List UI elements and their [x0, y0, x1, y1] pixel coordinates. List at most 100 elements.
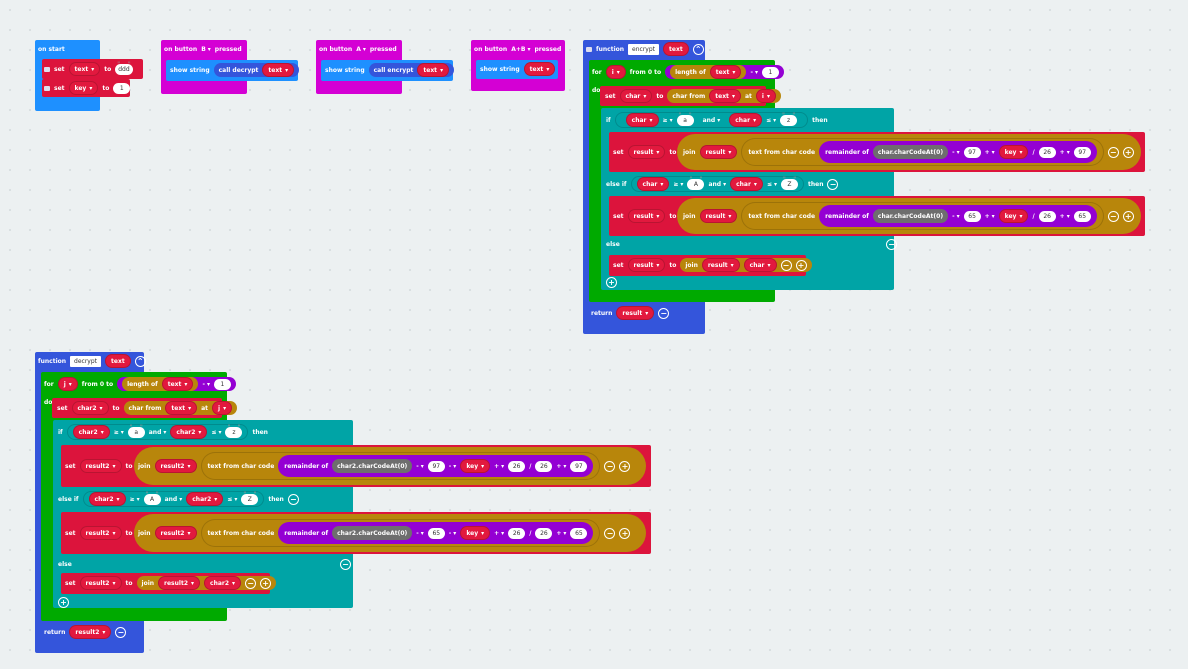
- set-char-block[interactable]: set char to char from text at i: [600, 86, 781, 106]
- variable-dropdown-char2[interactable]: char2: [72, 425, 110, 439]
- variable-dropdown-char2[interactable]: char2: [170, 425, 208, 439]
- and-block[interactable]: char ≥ A and char ≤ Z: [630, 176, 804, 192]
- add-icon[interactable]: +: [795, 259, 807, 271]
- char-from-block[interactable]: char from text at i: [667, 89, 781, 103]
- remainder-block[interactable]: remainder of char2.charCodeAt(0) - 97 - …: [278, 455, 594, 477]
- variable-dropdown-key[interactable]: key: [460, 459, 491, 473]
- number-input[interactable]: 1: [761, 66, 779, 78]
- collapse-icon[interactable]: ⌃: [134, 355, 146, 367]
- operator-dropdown[interactable]: ≥: [114, 429, 124, 436]
- add-icon[interactable]: +: [1122, 146, 1134, 158]
- operator-dropdown[interactable]: ≥: [663, 117, 673, 124]
- variable-dropdown-result2[interactable]: result2: [69, 625, 112, 639]
- variable-dropdown-text[interactable]: text: [262, 63, 295, 77]
- number-input[interactable]: 26: [508, 527, 526, 539]
- and-block[interactable]: char ≥ a and char ≤ z: [614, 112, 809, 128]
- operator-dropdown[interactable]: +: [985, 213, 995, 220]
- minus-block[interactable]: length of text - 1: [117, 377, 236, 391]
- remove-icon[interactable]: −: [827, 178, 839, 190]
- variable-dropdown-result2[interactable]: result2: [79, 526, 122, 540]
- operator-dropdown[interactable]: ≤: [766, 117, 776, 124]
- char-code-block[interactable]: char2.charCodeAt(0): [332, 459, 413, 473]
- remove-icon[interactable]: −: [604, 460, 616, 472]
- variable-dropdown-result[interactable]: result: [616, 306, 655, 320]
- variable-dropdown-j[interactable]: j: [212, 401, 233, 415]
- remove-icon[interactable]: −: [1107, 146, 1119, 158]
- string-input[interactable]: Z: [780, 176, 798, 190]
- operator-dropdown[interactable]: -: [449, 463, 457, 470]
- add-icon[interactable]: +: [260, 577, 272, 589]
- remainder-block[interactable]: remainder of char.charCodeAt(0) - 65 + k…: [819, 205, 1097, 227]
- variable-dropdown-text[interactable]: text: [161, 377, 194, 391]
- number-input[interactable]: 65: [963, 210, 981, 222]
- variable-dropdown-char2[interactable]: char2: [186, 492, 224, 506]
- variable-dropdown-char[interactable]: char: [730, 177, 763, 191]
- string-input[interactable]: z: [225, 424, 243, 438]
- remove-icon[interactable]: −: [780, 259, 792, 271]
- char-from-block[interactable]: char from text at j: [123, 401, 238, 415]
- param-text[interactable]: text: [105, 354, 131, 368]
- show-string-b-block[interactable]: show string call decrypt text: [166, 60, 300, 81]
- operator-dropdown[interactable]: ≤: [227, 496, 237, 503]
- variable-dropdown-char2[interactable]: char2: [88, 492, 126, 506]
- set-result-block-3[interactable]: set result to join result char − +: [609, 255, 812, 276]
- operator-dropdown[interactable]: +: [494, 463, 504, 470]
- text-from-char-code-block[interactable]: text from char code remainder of char2.c…: [200, 452, 601, 480]
- add-icon[interactable]: +: [1122, 210, 1134, 222]
- variable-dropdown-text[interactable]: text: [417, 63, 450, 77]
- string-input[interactable]: z: [780, 112, 798, 126]
- variable-dropdown-result2[interactable]: result2: [154, 459, 197, 473]
- operator-dropdown[interactable]: -: [416, 463, 424, 470]
- number-input[interactable]: 65: [570, 527, 588, 539]
- variable-dropdown-result[interactable]: result: [699, 145, 738, 159]
- remove-icon[interactable]: −: [658, 307, 670, 319]
- param-text[interactable]: text: [663, 42, 689, 56]
- remove-icon[interactable]: −: [340, 558, 351, 570]
- number-input[interactable]: 26: [535, 527, 553, 539]
- logic-operator-dropdown[interactable]: and: [703, 117, 721, 124]
- operator-dropdown[interactable]: -: [750, 69, 758, 76]
- operator-dropdown[interactable]: ≥: [673, 181, 683, 188]
- operator-dropdown[interactable]: +: [494, 530, 504, 537]
- join-block-1[interactable]: join result text from char code remainde…: [677, 134, 1141, 170]
- number-input[interactable]: 26: [1038, 146, 1056, 158]
- string-input[interactable]: a: [127, 424, 145, 438]
- variable-dropdown-char2[interactable]: char2: [204, 576, 242, 590]
- string-input[interactable]: Z: [241, 491, 259, 505]
- compare-block[interactable]: char ≥ a: [620, 112, 699, 127]
- variable-dropdown-char[interactable]: char: [625, 113, 659, 127]
- number-input[interactable]: 26: [535, 460, 553, 472]
- and-block[interactable]: char2 ≥ A and char2 ≤ Z: [82, 491, 265, 507]
- number-input[interactable]: 97: [1073, 146, 1091, 158]
- call-decrypt-block[interactable]: call decrypt text: [213, 63, 300, 77]
- button-dropdown[interactable]: A: [356, 46, 366, 53]
- join-result2-block-2[interactable]: join result2 text from char code remaind…: [134, 514, 646, 552]
- operator-dropdown[interactable]: -: [952, 213, 960, 220]
- remove-icon[interactable]: −: [115, 626, 127, 638]
- add-icon[interactable]: +: [606, 276, 617, 288]
- collapse-icon[interactable]: ⌃: [692, 43, 704, 55]
- number-input[interactable]: 97: [427, 460, 445, 472]
- variable-dropdown-result[interactable]: result: [627, 258, 666, 272]
- set-char2-block[interactable]: set char2 to char from text at j: [52, 398, 238, 418]
- variable-dropdown-key[interactable]: key: [460, 526, 491, 540]
- operator-dropdown[interactable]: -: [449, 530, 457, 537]
- set-result2-block-3[interactable]: set result2 to join result2 char2 − +: [61, 573, 277, 594]
- variable-dropdown-text[interactable]: text: [165, 401, 198, 415]
- remove-icon[interactable]: −: [245, 577, 257, 589]
- variable-dropdown-result2[interactable]: result2: [154, 526, 197, 540]
- call-encrypt-block[interactable]: call encrypt text: [368, 63, 455, 77]
- text-from-char-code-block[interactable]: text from char code remainder of char.ch…: [741, 138, 1104, 166]
- text-value-input[interactable]: ddd: [115, 61, 133, 75]
- and-block[interactable]: char2 ≥ a and char2 ≤ z: [66, 424, 249, 440]
- operator-dropdown[interactable]: -: [202, 381, 210, 388]
- set-key-block[interactable]: set key to 1: [42, 79, 131, 97]
- operator-dropdown[interactable]: +: [556, 530, 566, 537]
- join-block-2[interactable]: join result text from char code remainde…: [677, 198, 1141, 234]
- loop-variable-i[interactable]: i: [605, 65, 626, 79]
- number-input[interactable]: 1: [213, 378, 231, 390]
- char-code-block[interactable]: char.charCodeAt(0): [872, 209, 949, 223]
- button-dropdown[interactable]: B: [201, 46, 211, 53]
- logic-operator-dropdown[interactable]: and: [149, 429, 167, 436]
- show-string-ab-block[interactable]: show string text: [476, 60, 558, 79]
